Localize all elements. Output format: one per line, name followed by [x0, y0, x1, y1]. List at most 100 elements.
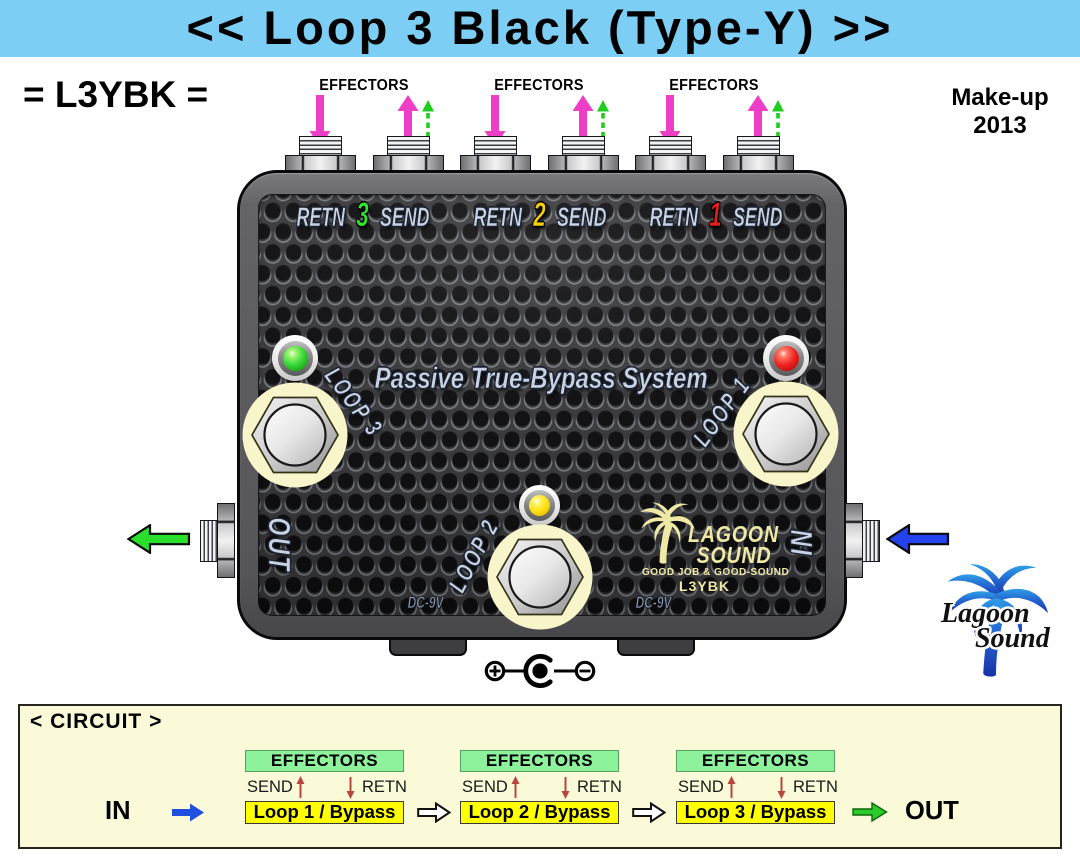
effectors-label-2: EFFECTORS — [494, 77, 584, 94]
jack-retn-2-shaft — [473, 136, 517, 157]
led-loop1 — [763, 335, 809, 381]
jack-row-label-2: RETN 2 SEND — [467, 196, 612, 235]
signal-arrow-down-1 — [309, 95, 331, 147]
pedal-logo-tagline: GOOD JOB & GOOD-SOUND — [642, 567, 790, 578]
in-label-text: IN — [784, 528, 819, 556]
circuit-retn-label-2: RETN — [577, 778, 622, 796]
dc-polarity-icon — [484, 654, 596, 688]
pedal-logo-brand2: SOUND — [690, 542, 778, 569]
retn-label-3: RETN — [296, 201, 346, 232]
retn-label-2: RETN — [473, 201, 523, 232]
led-loop2-lamp — [528, 494, 550, 516]
pedal-logo-palm-icon — [640, 502, 695, 564]
circuit-send-label-1: SEND — [247, 778, 293, 796]
dc9v-label-left: DC-9V — [383, 593, 469, 613]
dc9v-right-text: DC-9V — [636, 593, 672, 613]
model-code: = L3YBK = — [23, 74, 209, 115]
bypass-arrow-up-2 — [597, 100, 609, 147]
circuit-loop-box-2: Loop 2 / Bypass — [460, 801, 619, 824]
loop-number-2: 2 — [533, 196, 546, 235]
signal-arrow-up-1 — [397, 95, 419, 147]
effectors-label-3: EFFECTORS — [669, 77, 759, 94]
in-jack-shaft — [862, 520, 880, 562]
in-arrow-icon — [886, 524, 950, 554]
slogan-text: Passive True-Bypass System — [374, 362, 708, 396]
out-arrow-icon — [127, 524, 191, 554]
title-banner: << Loop 3 Black (Type-Y) >> — [0, 0, 1080, 57]
circuit-out-arrow — [852, 802, 888, 822]
corner-logo-palm-icon — [947, 563, 1049, 677]
footswitch-loop1 — [733, 381, 839, 487]
pedal-logo-brand1-text: LAGOON — [688, 521, 779, 547]
circuit-send-label-3: SEND — [678, 778, 724, 796]
circuit-flow-arrow-2 — [632, 802, 666, 823]
circuit-effectors-box-1: EFFECTORS — [245, 750, 404, 772]
circuit-out-label: OUT — [905, 797, 959, 825]
signal-arrow-down-2 — [484, 95, 506, 147]
pedal-logo-model: L3YBK — [679, 578, 730, 594]
retn-down-arrow-3 — [777, 777, 786, 799]
circuit-loop-box-3: Loop 3 / Bypass — [676, 801, 835, 824]
led-loop3-lamp — [282, 345, 308, 371]
circuit-send-label-2: SEND — [462, 778, 508, 796]
out-label-text: OUT — [262, 517, 297, 573]
circuit-loop-box-1: Loop 1 / Bypass — [245, 801, 404, 824]
signal-arrow-up-3 — [747, 95, 769, 147]
circuit-effectors-box-2: EFFECTORS — [460, 750, 619, 772]
jack-send-2-shaft — [561, 136, 605, 157]
dc9v-left-text: DC-9V — [408, 593, 444, 613]
send-label-2: SEND — [556, 201, 607, 232]
circuit-in-label: IN — [105, 797, 131, 825]
retn-label-1: RETN — [649, 201, 699, 232]
effectors-label-1: EFFECTORS — [319, 77, 409, 94]
led-loop1-lamp — [773, 345, 799, 371]
slogan: Passive True-Bypass System — [241, 362, 841, 396]
makeup-line1: Make-up — [951, 84, 1049, 111]
retn-down-arrow-2 — [561, 777, 570, 799]
loop-number-1: 1 — [709, 196, 722, 235]
makeup-year: Make-up 2013 — [925, 84, 1075, 140]
led-loop2 — [518, 484, 560, 526]
footswitch-loop3-button — [263, 403, 327, 467]
out-jack-nut — [217, 503, 235, 578]
jack-row-label-1: RETN 1 SEND — [643, 196, 788, 235]
circuit-panel — [18, 704, 1062, 849]
footswitch-loop2-button — [508, 545, 572, 609]
corner-logo-line2: Sound — [975, 623, 1050, 654]
loop-number-3: 3 — [356, 196, 369, 235]
led-loop3 — [272, 335, 318, 381]
footswitch-loop3 — [242, 382, 348, 488]
footswitch-loop1-button — [754, 402, 818, 466]
corner-logo-line1: Lagoon — [941, 598, 1030, 629]
circuit-flow-arrow-1 — [417, 802, 451, 823]
circuit-effectors-box-3: EFFECTORS — [676, 750, 835, 772]
bypass-arrow-up-3 — [772, 100, 784, 147]
out-label: OUT — [262, 512, 297, 579]
send-up-arrow-2 — [511, 776, 520, 798]
pedal-logo-brand2-text: SOUND — [696, 542, 772, 568]
jack-send-3-shaft — [386, 136, 430, 157]
in-jack-nut — [845, 503, 863, 578]
send-up-arrow-3 — [727, 776, 736, 798]
retn-down-arrow-1 — [346, 777, 355, 799]
circuit-heading: < CIRCUIT > — [30, 710, 163, 733]
signal-arrow-down-3 — [659, 95, 681, 147]
circuit-retn-label-3: RETN — [793, 778, 838, 796]
footswitch-loop2 — [487, 524, 593, 630]
bypass-arrow-up-1 — [422, 100, 434, 147]
jack-send-1-shaft — [736, 136, 780, 157]
jack-retn-3-shaft — [298, 136, 342, 157]
send-label-1: SEND — [732, 201, 783, 232]
jack-retn-1-shaft — [648, 136, 692, 157]
makeup-line2: 2013 — [973, 112, 1027, 139]
send-label-3: SEND — [379, 201, 430, 232]
send-up-arrow-1 — [296, 776, 305, 798]
page-title: << Loop 3 Black (Type-Y) >> — [186, 1, 894, 54]
jack-row-label-3: RETN 3 SEND — [290, 196, 435, 235]
circuit-in-arrow — [172, 803, 204, 822]
pedal-logo-brand1: LAGOON — [680, 521, 787, 548]
out-jack-shaft — [200, 520, 218, 562]
signal-arrow-up-2 — [572, 95, 594, 147]
in-label: IN — [784, 509, 819, 576]
